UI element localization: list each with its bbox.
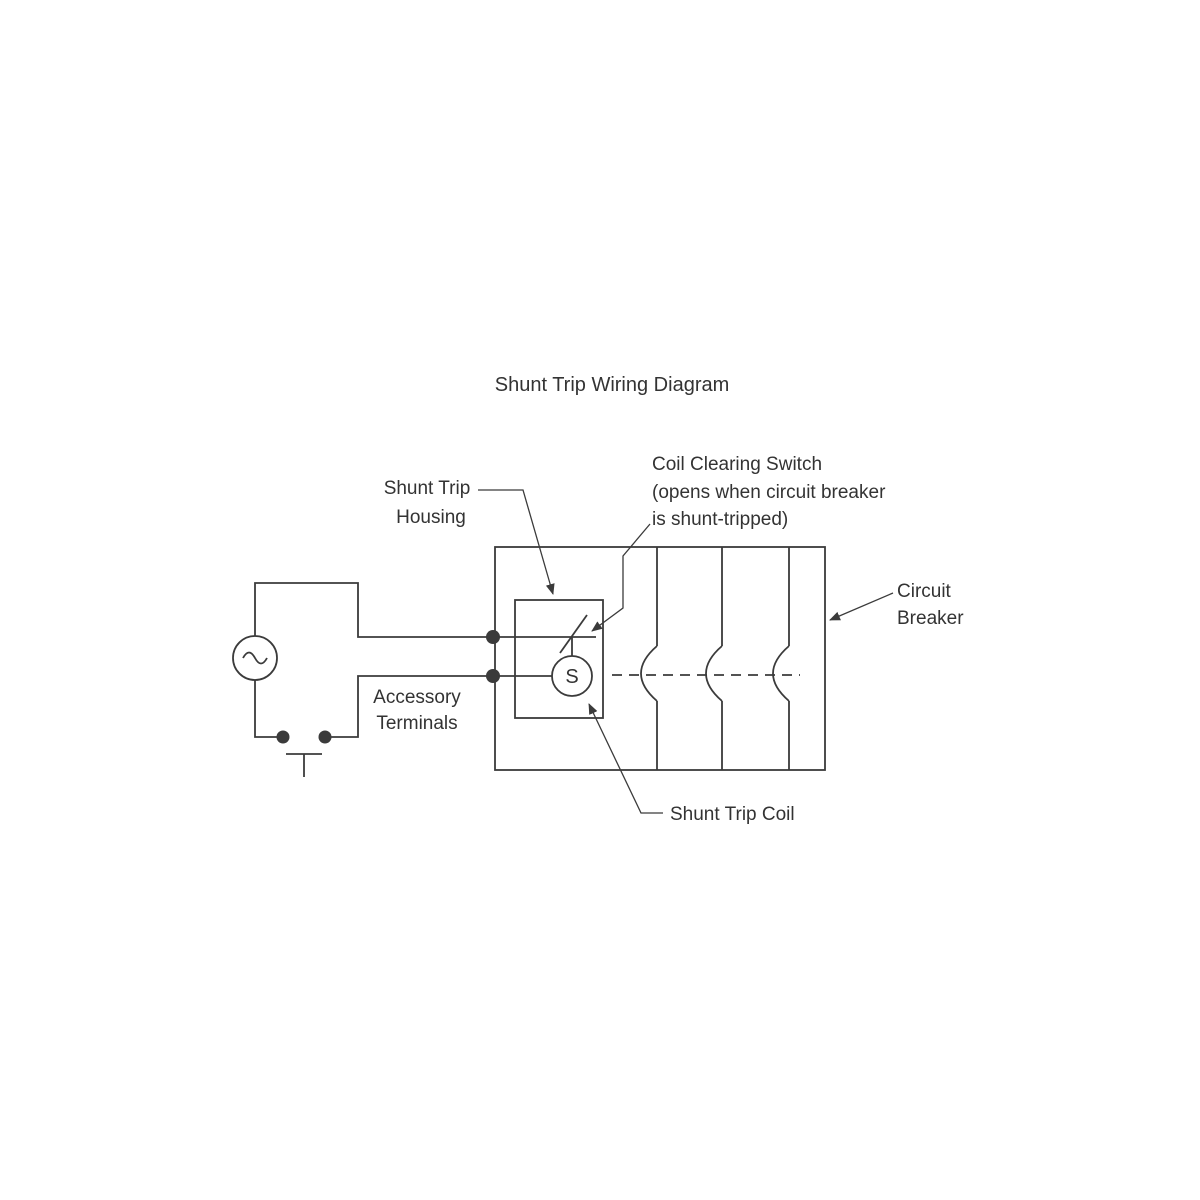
label-breaker-line2: Breaker: [897, 608, 964, 629]
label-breaker-line1: Circuit: [897, 581, 952, 602]
wire-lower-left: [254, 680, 283, 738]
pushbutton-contact-dot-left: [276, 730, 290, 744]
label-housing-line2: Housing: [396, 507, 466, 528]
label-clearing-switch-line3: is shunt-tripped): [652, 509, 788, 530]
pole-contact-arc: [705, 645, 723, 702]
accessory-terminal-lower-dot: [486, 669, 500, 683]
coil-clearing-switch-icon: [559, 614, 588, 657]
switch-slash: [559, 614, 588, 654]
label-housing-line1: Shunt Trip: [384, 478, 471, 499]
pushbutton-contact-dot-right: [318, 730, 332, 744]
label-clearing-switch-line2: (opens when circuit breaker: [652, 482, 886, 503]
coil-circle: [551, 655, 593, 697]
shunt-trip-housing-outline: [514, 599, 604, 719]
circuit-breaker-outline: [494, 546, 826, 771]
label-shunt-trip-coil: Shunt Trip Coil: [670, 804, 795, 825]
pole-contact-arc: [640, 645, 658, 702]
diagram-title: Shunt Trip Wiring Diagram: [495, 374, 730, 396]
label-shunt-trip-housing: Shunt Trip Housing: [384, 478, 471, 528]
ac-sine-wave: [242, 651, 268, 665]
breaker-pole-2: [705, 547, 723, 770]
pole-contact-arc: [772, 645, 790, 702]
ac-source-icon: [232, 635, 278, 681]
leader-circuit-breaker: [829, 592, 894, 621]
wire-lower-right: [325, 675, 552, 738]
pushbutton-icon: [276, 730, 332, 777]
label-terminals-line1: Accessory: [373, 687, 461, 708]
label-coil-clearing-switch: Coil Clearing Switch (opens when circuit…: [652, 454, 886, 530]
label-clearing-switch-line1: Coil Clearing Switch: [652, 454, 822, 475]
wire-upper: [254, 582, 596, 638]
leader-shunt-trip-housing: [478, 489, 555, 595]
label-terminals-line2: Terminals: [376, 713, 457, 734]
accessory-terminal-upper-dot: [486, 630, 500, 644]
coil-letter: S: [565, 666, 578, 688]
leader-coil-clearing-switch: [591, 523, 651, 632]
shunt-trip-coil-icon: S: [551, 655, 593, 697]
label-accessory-terminals: Accessory Terminals: [373, 687, 461, 734]
leader-shunt-trip-coil: [588, 703, 663, 814]
breaker-pole-1: [640, 547, 658, 770]
label-circuit-breaker: Circuit Breaker: [897, 581, 964, 629]
breaker-pole-3: [772, 547, 790, 770]
